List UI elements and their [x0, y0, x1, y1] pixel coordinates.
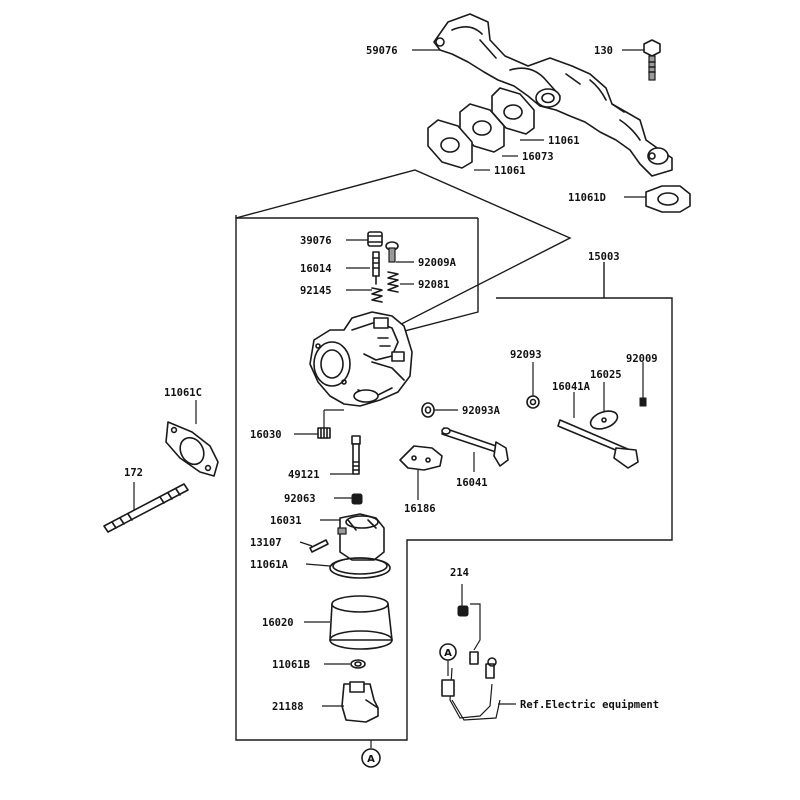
wiring-harness: [441, 603, 501, 721]
label-11061A: 11061A: [250, 559, 289, 571]
label-16020: 16020: [262, 617, 294, 629]
label-21188: 21188: [272, 701, 304, 713]
label-92093: 92093: [510, 349, 542, 361]
screw-49121: [351, 435, 361, 475]
marker-a-bottom-label: A: [367, 754, 375, 765]
washer-11061B: [350, 659, 366, 669]
jet-16030: [317, 427, 331, 439]
label-172: 172: [124, 467, 143, 479]
shaft-16041A: [557, 419, 639, 469]
marker-a-bottom: [361, 748, 381, 768]
cap-39076: [367, 231, 383, 247]
shaft-16041: [441, 427, 509, 467]
label-16014: 16014: [300, 263, 332, 275]
screw-214: [457, 605, 469, 617]
label-92009: 92009: [626, 353, 658, 365]
reference-markers: A A: [361, 643, 457, 768]
label-16025: 16025: [590, 369, 622, 381]
label-92063: 92063: [284, 493, 316, 505]
label-11061C: 11061C: [164, 387, 202, 399]
float-16031: [337, 513, 385, 561]
label-13107: 13107: [250, 537, 282, 549]
label-ref-electric-equipment: Ref.Electric equipment: [520, 699, 659, 711]
label-39076: 39076: [300, 235, 332, 247]
carburetor-body: [309, 311, 413, 407]
nut-92063: [351, 493, 363, 505]
washer-92093: [526, 395, 540, 409]
label-59076: 59076: [366, 45, 398, 57]
gasket-11061D: [645, 185, 691, 213]
label-11061-b: 11061: [494, 165, 526, 177]
carb-top-parts: [367, 231, 399, 303]
marker-a-top-label: A: [444, 648, 452, 659]
label-16030: 16030: [250, 429, 282, 441]
needle-16014: [372, 251, 380, 285]
label-11061B: 11061B: [272, 659, 310, 671]
label-92081: 92081: [418, 279, 450, 291]
marker-a-top: [439, 643, 457, 661]
gasket-11061C: [165, 421, 219, 477]
plate-16186: [399, 445, 443, 471]
gasket-11061-lower: [427, 119, 473, 169]
leader-lines: [133, 49, 646, 748]
spring-92145: [371, 287, 383, 303]
label-16186: 16186: [404, 503, 436, 515]
label-92145: 92145: [300, 285, 332, 297]
label-16041: 16041: [456, 477, 488, 489]
plate-16025: [589, 410, 619, 430]
label-16041A: 16041A: [552, 381, 591, 393]
label-92093A: 92093A: [462, 405, 501, 417]
screw-92009: [639, 397, 647, 407]
screw-92009A: [385, 241, 399, 263]
label-16031: 16031: [270, 515, 302, 527]
stud-172: [103, 483, 189, 533]
manifold-gaskets: [427, 87, 535, 169]
washer-92093A: [421, 402, 435, 418]
label-92009A: 92009A: [418, 257, 457, 269]
intake-manifold: [433, 13, 673, 177]
gasket-11061A: [329, 557, 391, 579]
label-49121: 49121: [288, 469, 320, 481]
label-130: 130: [594, 45, 613, 57]
label-11061-a: 11061: [548, 135, 580, 147]
label-15003: 15003: [588, 251, 620, 263]
label-214: 214: [450, 567, 469, 579]
bolt-130: [643, 39, 661, 81]
bowl-16020: [329, 595, 393, 650]
solenoid-21188: [341, 681, 379, 723]
pin-13107: [309, 539, 329, 553]
label-16073: 16073: [522, 151, 554, 163]
callout-labels: 59076 130 11061 16073 11061 11061D 15003…: [124, 45, 659, 713]
spring-92081: [387, 271, 399, 293]
label-11061D: 11061D: [568, 192, 606, 204]
